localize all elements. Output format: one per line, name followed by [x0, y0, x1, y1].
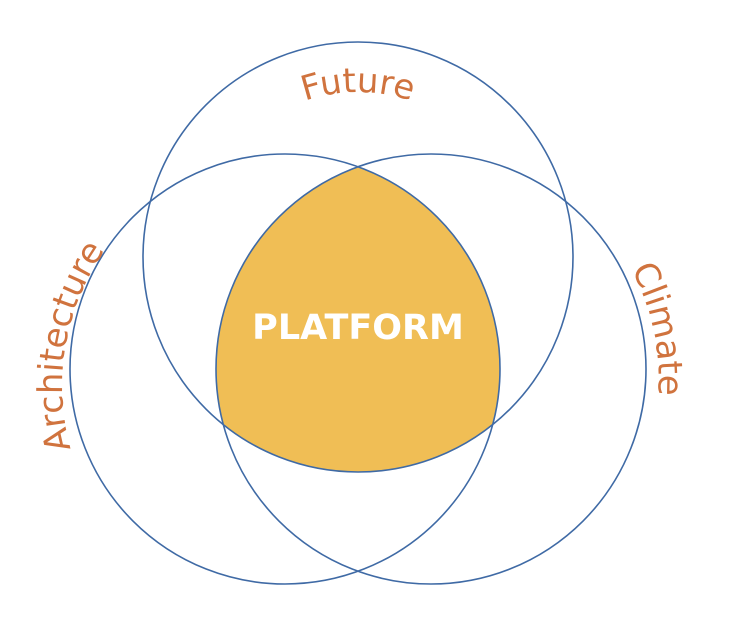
- intersection-group: [216, 154, 500, 472]
- circle-architecture: [69, 153, 501, 585]
- label-climate: Climate: [623, 256, 690, 396]
- circle-future: [142, 41, 574, 473]
- label-future: Future: [296, 61, 419, 110]
- platform-intersection-region: [216, 154, 500, 472]
- circle-climate: [215, 153, 647, 585]
- center-label: PLATFORM: [252, 308, 464, 348]
- label-architecture: Architecture: [31, 233, 112, 455]
